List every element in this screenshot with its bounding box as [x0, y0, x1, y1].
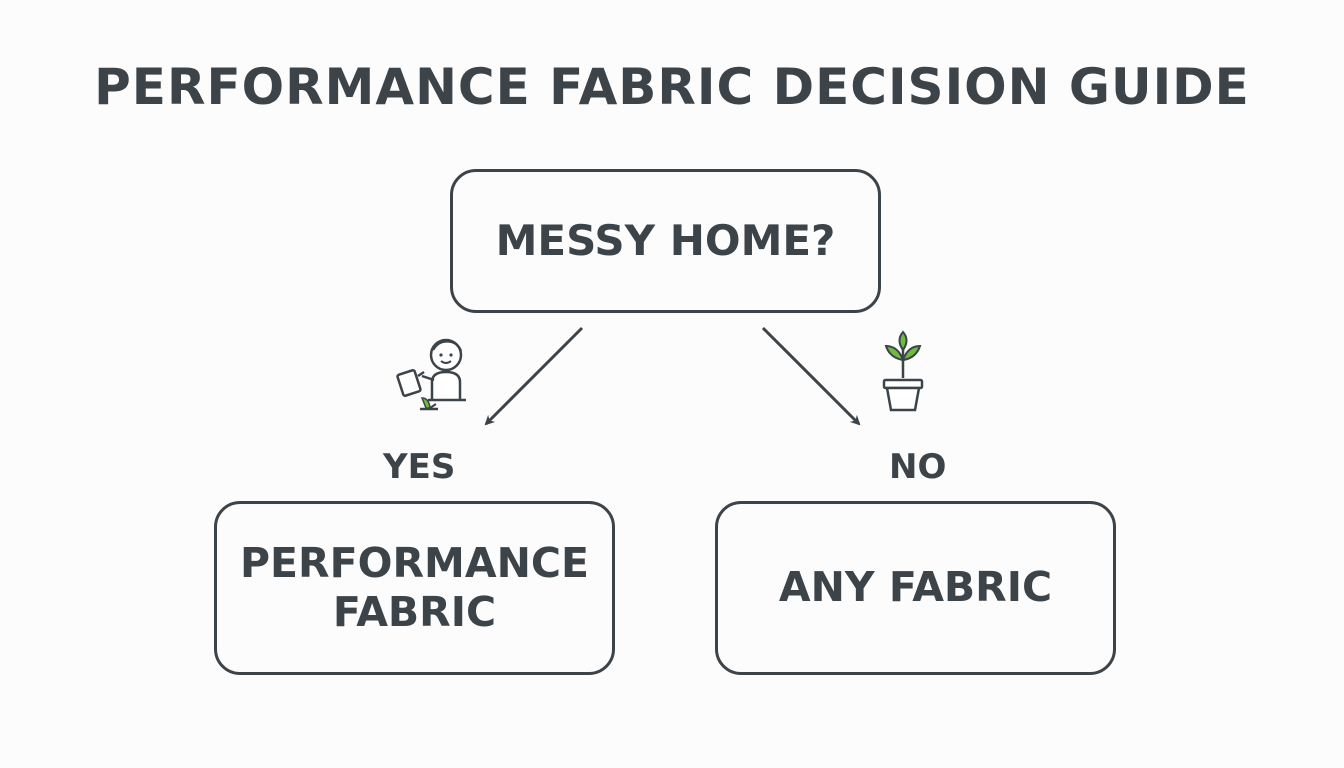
yes-result-node: PERFORMANCE FABRIC: [214, 501, 615, 675]
no-result-text: ANY FABRIC: [778, 563, 1053, 612]
no-arrow: [761, 326, 861, 426]
question-node: MESSY HOME?: [450, 169, 881, 313]
yes-arrow: [484, 326, 584, 426]
question-text: MESSY HOME?: [495, 215, 836, 265]
yes-result-text: PERFORMANCE FABRIC: [239, 538, 589, 636]
diagram-title: PERFORMANCE FABRIC DECISION GUIDE: [94, 58, 1250, 116]
no-result-node: ANY FABRIC: [715, 501, 1116, 675]
child-watering-icon: [396, 338, 466, 411]
potted-plant-icon: [882, 330, 924, 412]
yes-branch-label: YES: [383, 447, 456, 487]
no-branch-label: NO: [889, 447, 947, 487]
